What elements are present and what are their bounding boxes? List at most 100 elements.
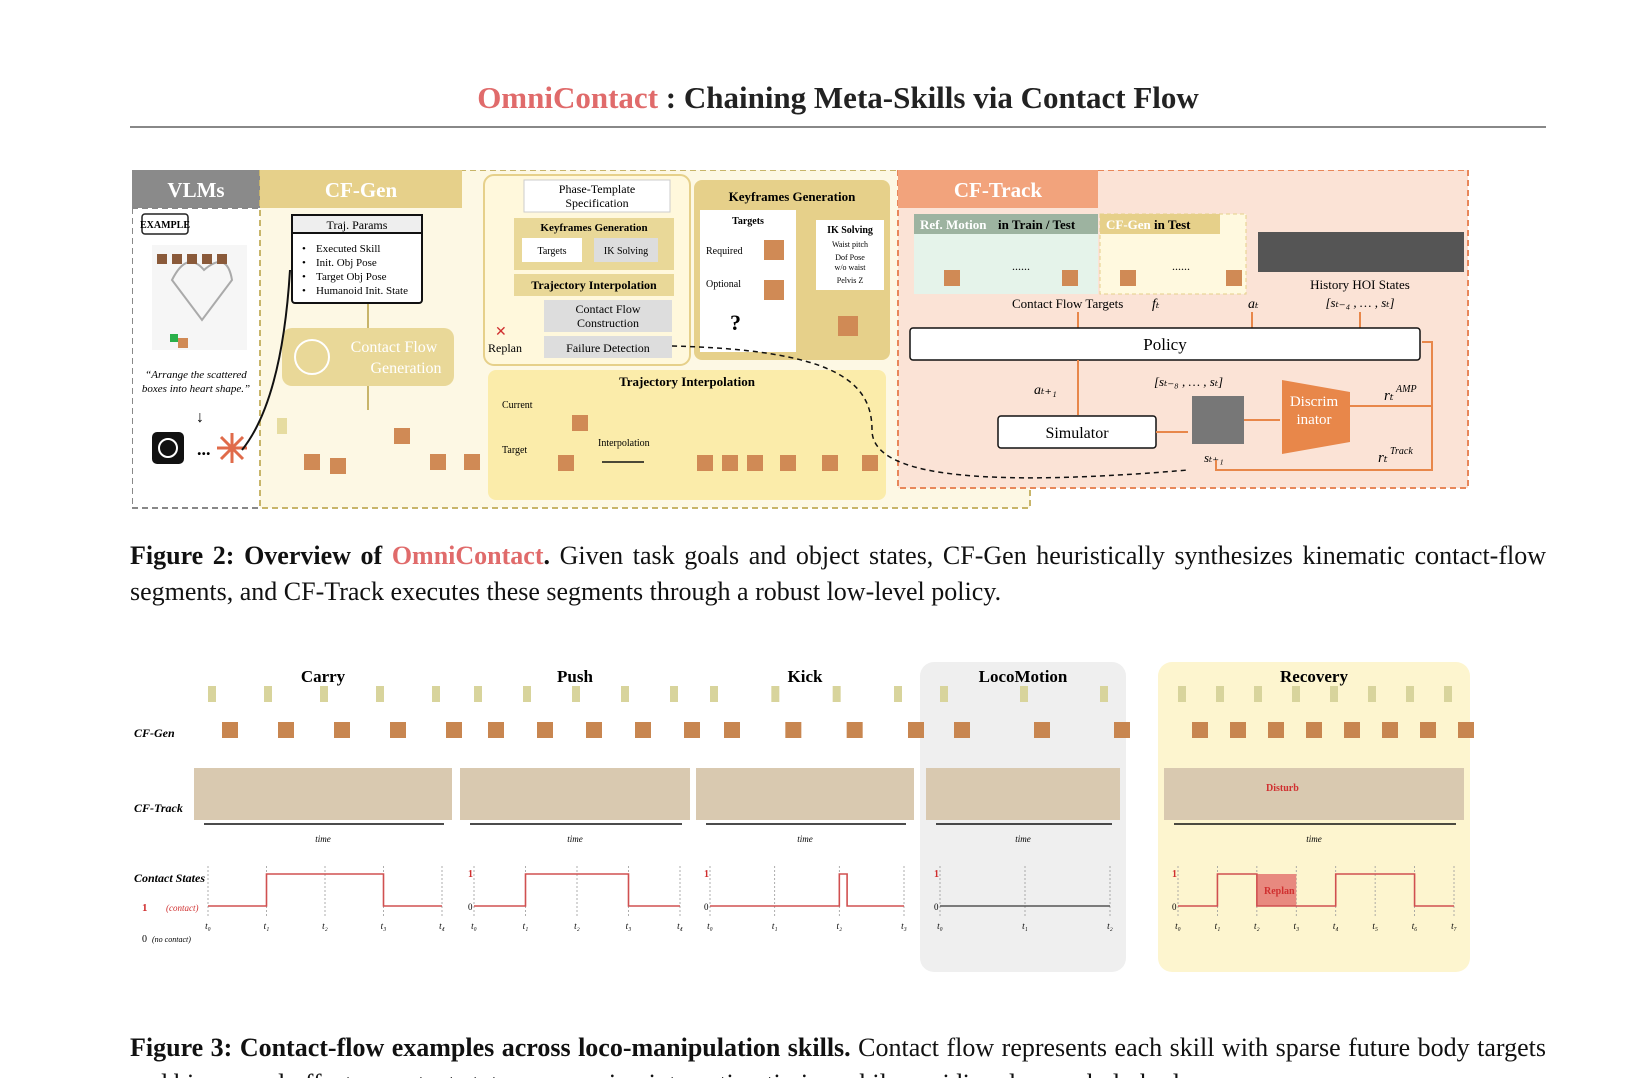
tick-label: t₂	[1107, 921, 1113, 931]
ref-motion-a: Ref. Motion	[920, 217, 987, 232]
ft-label: fₜ	[1152, 297, 1160, 312]
failure-detection: Failure Detection	[566, 341, 650, 355]
vlms-panel: VLMs EXAMPLE “Arrange the scattered boxe…	[132, 170, 261, 509]
vlm-ellipsis: ...	[197, 439, 211, 459]
cfgen-box	[1034, 722, 1050, 738]
cfgen-label: CF-Gen	[325, 178, 398, 202]
foot-marker	[1254, 686, 1262, 702]
foot-marker	[894, 686, 902, 702]
vlms-label: VLMs	[167, 178, 224, 202]
foot-marker	[1100, 686, 1108, 702]
cftrack-panel: CF-Track Ref. Motion in Train / Test ...…	[897, 170, 1469, 489]
example-badge: EXAMPLE	[140, 220, 190, 231]
tick-label: t₂	[322, 921, 328, 931]
caption3-text: Contact flow represents each skill with …	[130, 1033, 1546, 1078]
tick-label: t₁	[1022, 921, 1028, 931]
panel-title: LocoMotion	[979, 667, 1068, 686]
target-label: Target	[502, 445, 527, 456]
tick-label: t₁	[1215, 921, 1221, 931]
cf-targets-label: Contact Flow Targets	[1012, 296, 1123, 311]
traj-interp-big: Trajectory Interpolation	[619, 374, 756, 389]
cftrack-frame	[1164, 768, 1464, 820]
tick-label: t₀	[1175, 921, 1181, 931]
cfgen-box	[1382, 722, 1398, 738]
traj-interp-small: Trajectory Interpolation	[531, 278, 657, 292]
one-marker: 1	[934, 869, 939, 880]
tick-label: t₃	[626, 921, 632, 931]
foot-marker	[710, 686, 718, 702]
caption2-bold-end: .	[543, 541, 550, 570]
tick-label: t₃	[901, 921, 907, 931]
contact-signal	[208, 873, 442, 907]
ik-item: w/o waist	[835, 263, 867, 272]
at-label: aₜ	[1248, 297, 1259, 312]
one-label: 1	[142, 902, 148, 914]
caption2-brand: OmniContact	[391, 541, 544, 570]
brand-title: OmniContact	[477, 80, 659, 115]
time-label: time	[797, 834, 813, 844]
heart-path-sketch	[152, 245, 247, 350]
tick-label: t₅	[1372, 921, 1378, 931]
cfgen-box	[537, 722, 553, 738]
track-sup: Track	[1390, 446, 1413, 457]
tick-label: t₀	[707, 921, 713, 931]
prompt-text-2: boxes into heart shape.”	[142, 383, 250, 395]
tick-label: t₆	[1412, 921, 1418, 931]
zero-marker: 0	[704, 902, 709, 912]
down-arrow-icon: ↓	[196, 409, 204, 426]
amp-sup: AMP	[1395, 384, 1417, 395]
r-track: rₜ	[1378, 450, 1388, 466]
panel-title: Carry	[301, 667, 346, 686]
cf-construction-2: Construction	[577, 316, 639, 330]
cfgen-box	[1344, 722, 1360, 738]
cfgen-box	[1268, 722, 1284, 738]
tick-label: t₁	[264, 921, 270, 931]
cfgen-box	[1114, 722, 1130, 738]
traj-param-item: Humanoid Init. State	[316, 285, 408, 297]
contact-signal	[710, 873, 904, 907]
tick-label: t₂	[837, 921, 843, 931]
cftrack-label: CF-Track	[954, 178, 1043, 202]
cfgen-box	[278, 722, 294, 738]
kf-gen-small: Keyframes Generation	[540, 222, 647, 234]
targets-small: Targets	[537, 246, 566, 257]
tick-label: t₇	[1451, 921, 1457, 931]
current-label: Current	[502, 400, 533, 411]
one-marker: 1	[468, 869, 473, 880]
contact-states: Contact States	[134, 871, 205, 885]
foot-marker	[320, 686, 328, 702]
cftrack-frame	[926, 768, 1120, 820]
zero-label: 0	[142, 934, 147, 945]
zero-marker: 0	[1172, 902, 1177, 912]
ik-item: Pelvis Z	[837, 276, 864, 285]
contact-signal	[1178, 873, 1454, 907]
foot-marker	[523, 686, 531, 702]
foot-marker	[1330, 686, 1338, 702]
simulator-box: Simulator	[1045, 425, 1109, 442]
cfgen-box	[954, 722, 970, 738]
cfgen-box	[846, 722, 863, 738]
discrim-1: Discrim	[1290, 394, 1339, 410]
svg-text:•: •	[302, 257, 306, 269]
figure-3-caption: Figure 3: Contact-flow examples across l…	[130, 1030, 1546, 1078]
interpolation-label: Interpolation	[598, 438, 650, 449]
cfgen-box	[1420, 722, 1436, 738]
cfgen-box	[586, 722, 602, 738]
tick-label: t₂	[1254, 921, 1260, 931]
zero-marker: 0	[934, 902, 939, 912]
at1-label: aₜ₊₁	[1034, 383, 1057, 398]
cfgen-box	[1306, 722, 1322, 738]
cfgen-box	[1192, 722, 1208, 738]
cfgen-dots: ......	[1172, 259, 1190, 273]
tick-label: t₄	[677, 921, 683, 931]
foot-marker	[1444, 686, 1452, 702]
cfgen-box	[785, 722, 802, 738]
kf-gen-big: Keyframes Generation	[729, 189, 856, 204]
foot-marker	[832, 686, 841, 702]
cf-construction-1: Contact Flow	[576, 302, 641, 316]
targets-big: Targets	[732, 216, 764, 227]
tick-label: t₀	[205, 921, 211, 931]
cfgen-box	[684, 722, 700, 738]
foot-marker	[621, 686, 629, 702]
